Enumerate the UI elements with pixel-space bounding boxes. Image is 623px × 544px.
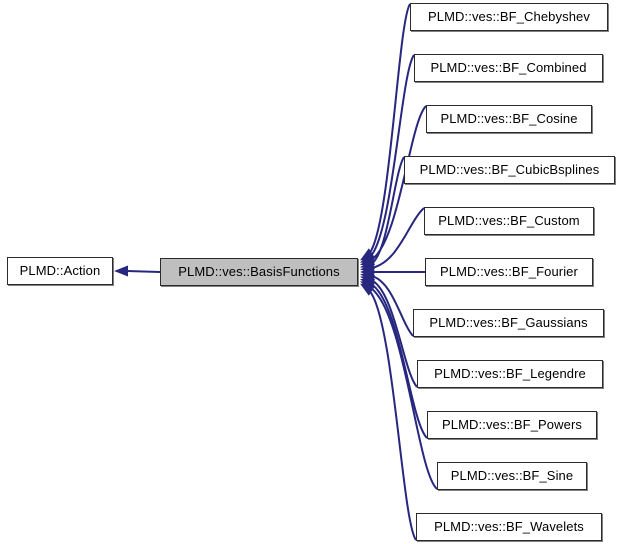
inheritance-arrowhead: [360, 254, 376, 266]
node-label: PLMD::ves::BF_Powers: [442, 417, 582, 432]
node-label: PLMD::ves::BF_Wavelets: [434, 519, 584, 534]
inheritance-arrowhead: [360, 248, 375, 261]
inheritance-arrowhead: [360, 251, 375, 263]
node-label: PLMD::ves::BF_Legendre: [434, 366, 586, 381]
node-derived-class[interactable]: PLMD::ves::BF_Powers: [427, 411, 597, 439]
node-derived-class[interactable]: PLMD::ves::BF_Fourier: [425, 258, 593, 286]
inheritance-arrowhead: [360, 281, 375, 293]
node-label: PLMD::ves::BF_Chebyshev: [428, 9, 590, 24]
inheritance-arrowhead: [360, 266, 374, 278]
node-label: PLMD::ves::BasisFunctions: [178, 264, 340, 279]
node-derived-class[interactable]: PLMD::ves::BF_Chebyshev: [410, 3, 608, 31]
inheritance-edge: [125, 270, 161, 273]
inheritance-arrowhead: [360, 270, 375, 282]
inheritance-arrowhead: [360, 274, 375, 286]
inheritance-edge: [369, 290, 417, 541]
node-label: PLMD::ves::BF_CubicBsplines: [419, 162, 600, 177]
node-label: PLMD::ves::BF_Sine: [450, 468, 574, 483]
node-base-class[interactable]: PLMD::Action: [7, 257, 113, 285]
inheritance-arrowhead: [360, 278, 376, 290]
inheritance-arrowhead: [114, 265, 128, 277]
node-label: PLMD::ves::BF_Combined: [430, 60, 587, 75]
inheritance-edge: [371, 275, 414, 337]
node-label: PLMD::ves::BF_Fourier: [440, 264, 578, 279]
node-derived-class[interactable]: PLMD::ves::BF_Cosine: [426, 105, 592, 133]
node-derived-class[interactable]: PLMD::ves::BF_Gaussians: [413, 309, 604, 337]
node-label: PLMD::Action: [19, 263, 101, 278]
inheritance-edge: [371, 207, 425, 269]
node-derived-class[interactable]: PLMD::ves::BF_CubicBsplines: [404, 156, 615, 184]
inheritance-edge: [368, 3, 411, 254]
node-label: PLMD::ves::BF_Gaussians: [429, 315, 588, 330]
node-label: PLMD::ves::BF_Custom: [438, 213, 580, 228]
node-current-class[interactable]: PLMD::ves::BasisFunctions: [160, 258, 358, 286]
inheritance-arrowhead: [360, 258, 375, 270]
inheritance-edge: [370, 156, 405, 265]
node-label: PLMD::ves::BF_Cosine: [440, 111, 578, 126]
node-derived-class[interactable]: PLMD::ves::BF_Custom: [424, 207, 594, 235]
node-derived-class[interactable]: PLMD::ves::BF_Wavelets: [416, 513, 602, 541]
inheritance-arrowhead: [360, 283, 375, 296]
inheritance-arrowhead: [360, 262, 375, 274]
node-derived-class[interactable]: PLMD::ves::BF_Sine: [437, 462, 587, 490]
inheritance-edge: [371, 279, 418, 388]
node-derived-class[interactable]: PLMD::ves::BF_Combined: [414, 54, 603, 82]
node-derived-class[interactable]: PLMD::ves::BF_Legendre: [417, 360, 603, 388]
